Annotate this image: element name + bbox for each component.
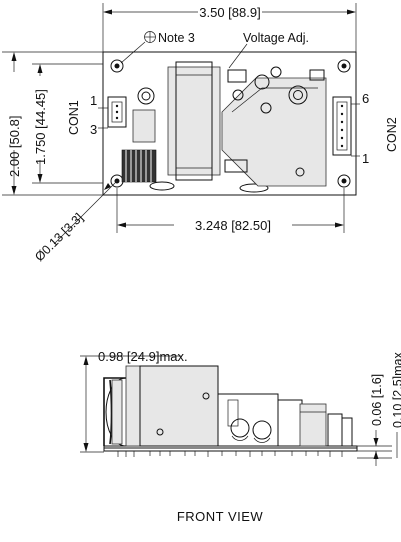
hole-diameter-dimension: Ø0.13 [3.3] <box>32 180 118 264</box>
front-height-dim-label: 0.98 [24.9]max. <box>98 349 188 364</box>
note-label: Note 3 <box>158 31 195 45</box>
front-view-caption: FRONT VIEW <box>177 509 264 524</box>
hole-spacing-dimension: 3.248 [82.50] <box>116 188 345 233</box>
ground-note: Note 3 <box>120 31 195 64</box>
hole-spacing-dim-label: 3.248 [82.50] <box>195 218 271 233</box>
voltage-adj: Voltage Adj. <box>228 31 309 69</box>
con1-label: CON1 <box>67 100 81 135</box>
front-board <box>103 365 358 457</box>
pcb-outline <box>102 51 357 196</box>
height-outer-dim-label: 2.00 [50.8] <box>7 116 22 177</box>
width-dim-label: 3.50 [88.9] <box>199 5 260 20</box>
width-dimension: 3.50 [88.9] <box>102 3 357 52</box>
height-dimensions: 2.00 [50.8] 1.750 [44.45] <box>2 51 103 196</box>
con1-pin-bottom-label: 3 <box>90 122 97 137</box>
con2-pin-bottom-label: 1 <box>362 151 369 166</box>
voltage-adj-label: Voltage Adj. <box>243 31 309 45</box>
height-inner-dim-label: 1.750 [44.45] <box>33 89 48 165</box>
top-view: 3.50 [88.9] Note 3 Voltage Adj. <box>2 3 399 264</box>
choke-coil <box>121 149 157 183</box>
con1-connector <box>107 96 127 128</box>
front-height-dimension: 0.98 [24.9]max. <box>80 349 188 453</box>
pcb-dim-label: 0.06 [1.6] <box>370 374 384 426</box>
con2-connector <box>332 96 352 156</box>
con1-pin-top-label: 1 <box>90 93 97 108</box>
con2-pin-top-label: 6 <box>362 91 369 106</box>
components <box>107 61 352 193</box>
hole-dia-dim-label: Ø0.13 [3.3] <box>32 210 86 264</box>
con2-label: CON2 <box>385 117 399 152</box>
front-view: 0.98 [24.9]max. <box>80 349 401 524</box>
pcb-thickness-dimension: 0.06 [1.6] 0.10 [2.5]max <box>357 352 401 466</box>
lead-dim-label: 0.10 [2.5]max <box>391 352 401 428</box>
